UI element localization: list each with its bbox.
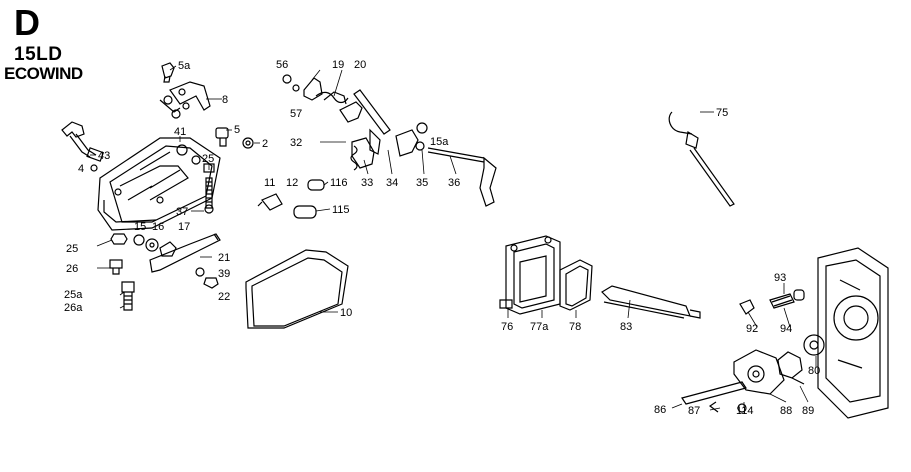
callout-5a: 5a (178, 60, 191, 72)
callout-88: 88 (780, 405, 792, 417)
engine-casing-drawing (817, 247, 889, 419)
callout-114: 114 (736, 405, 754, 417)
fasteners-lower-left-drawing (109, 233, 135, 311)
dipstick-75-drawing (668, 111, 735, 207)
callout-116: 116 (330, 177, 348, 189)
callout-26a: 26a (64, 302, 83, 314)
callout-76: 76 (501, 321, 513, 333)
callout-25-lower: 25 (66, 243, 78, 255)
governor-parts-drawing (133, 233, 221, 289)
brand-logo: ECOWIND (4, 64, 83, 83)
valve-cover-41-drawing (97, 137, 221, 231)
engine-model-label: 15LD (14, 44, 63, 65)
callout-41: 41 (174, 126, 186, 138)
callout-86: 86 (654, 404, 666, 416)
callout-8: 8 (222, 94, 228, 106)
callout-43: 43 (98, 150, 110, 162)
callout-35: 35 (416, 177, 428, 189)
bolt-5-drawing (215, 127, 254, 149)
callout-22: 22 (218, 291, 230, 303)
callout-15a: 15a (430, 136, 449, 148)
gasket-10-drawing (245, 249, 349, 329)
section-letter: D (14, 2, 40, 43)
callout-94: 94 (780, 323, 792, 335)
callout-17: 17 (178, 221, 190, 233)
leader-lines (90, 65, 817, 411)
callout-75: 75 (716, 107, 728, 119)
callout-25-upper: 25 (202, 153, 214, 165)
callout-83: 83 (620, 321, 632, 333)
callout-92: 92 (746, 323, 758, 335)
oil-pump-drawing (681, 349, 805, 413)
callout-33: 33 (361, 177, 373, 189)
callout-11: 11 (264, 177, 275, 189)
stud-37-drawing (203, 163, 215, 214)
callout-4: 4 (78, 163, 84, 175)
callout-20: 20 (354, 59, 366, 71)
levers-32-33-34-drawing (339, 89, 419, 171)
small-parts-11-115-drawing (257, 179, 325, 219)
lever-43-drawing (61, 121, 105, 172)
callout-115: 115 (332, 204, 350, 216)
bolt-5a-drawing (161, 62, 175, 83)
callout-57: 57 (290, 108, 302, 120)
callout-12: 12 (286, 177, 298, 189)
callout-93: 93 (774, 272, 786, 284)
callout-78: 78 (569, 321, 581, 333)
callout-37: 37 (176, 206, 188, 218)
linkage-19-20-drawing (282, 74, 349, 105)
callout-56: 56 (276, 59, 288, 71)
callout-80: 80 (808, 365, 820, 377)
shaft-35-36-drawing (415, 122, 497, 207)
callout-5: 5 (234, 124, 240, 136)
bracket-8-drawing (159, 81, 211, 119)
callout-2: 2 (262, 138, 268, 150)
callout-89: 89 (802, 405, 814, 417)
callout-21: 21 (218, 252, 230, 264)
relief-valve-drawing (739, 289, 825, 356)
callout-34: 34 (386, 177, 398, 189)
callout-32: 32 (290, 137, 302, 149)
callout-10: 10 (340, 307, 352, 319)
filter-housing-drawing (499, 235, 701, 319)
callout-15: 15 (134, 221, 146, 233)
callout-26: 26 (66, 263, 78, 275)
callout-labels: 5a 8 43 4 41 5 2 25 37 56 19 20 57 32 33… (64, 59, 820, 417)
callout-39: 39 (218, 268, 230, 280)
callout-77a: 77a (530, 321, 549, 333)
callout-19: 19 (332, 59, 344, 71)
callout-16: 16 (152, 221, 164, 233)
callout-36: 36 (448, 177, 460, 189)
callout-87: 87 (688, 405, 700, 417)
callout-25a: 25a (64, 289, 83, 301)
